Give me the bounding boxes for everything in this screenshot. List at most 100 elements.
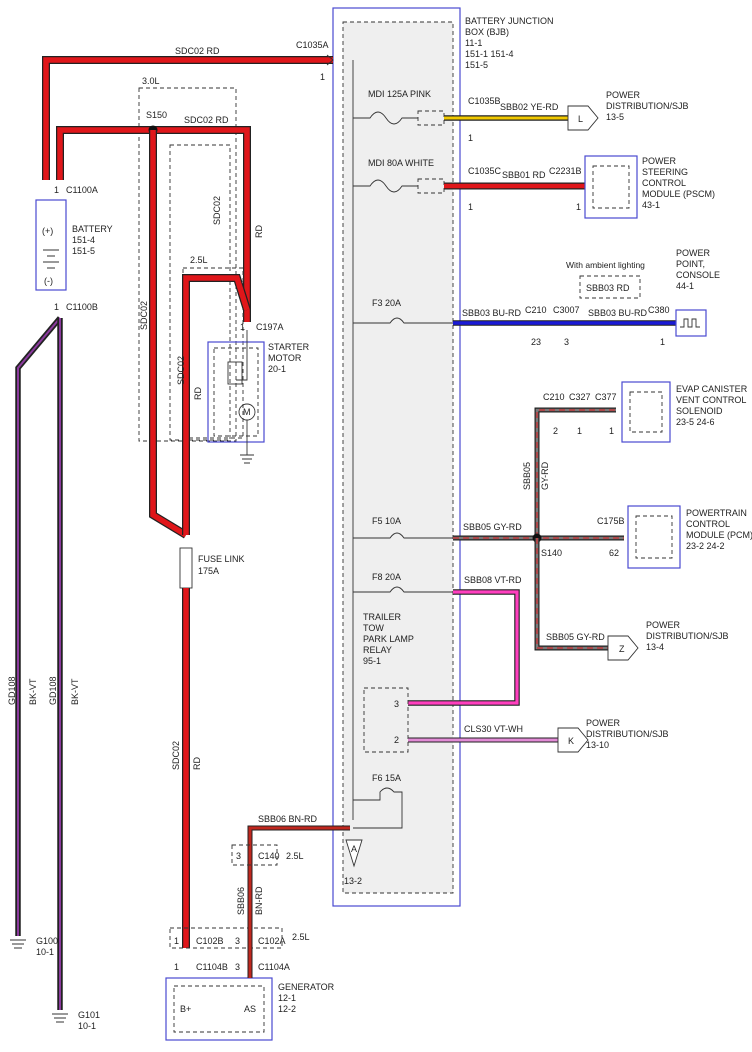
wire-label-sbb02: SBB02 YE-RD — [500, 102, 559, 112]
offpage-connector-z — [607, 635, 639, 661]
fuse-mdi-125a: MDI 125A PINK — [368, 89, 431, 99]
svg-text:13-4: 13-4 — [646, 642, 664, 652]
wire-sdc02-25-outline — [182, 274, 251, 535]
power-point-box — [675, 309, 707, 337]
wire-label-bkvt-a: BK-VT — [28, 678, 38, 705]
bjb-interior — [342, 21, 454, 894]
starter-ground-icon — [240, 454, 254, 464]
svg-text:BATTERY JUNCTION: BATTERY JUNCTION — [465, 16, 554, 26]
pdsjb2-label: POWER DISTRIBUTION/SJB 13-4 — [646, 620, 729, 652]
motor-m: M — [243, 407, 251, 417]
conn-c1104a-pin: 3 — [235, 962, 240, 972]
wire-label-sbb06: SBB06 BN-RD — [258, 814, 318, 824]
conn-c327: C327 — [569, 392, 591, 402]
ground-g101-icon — [52, 1013, 68, 1023]
svg-text:BOX (BJB): BOX (BJB) — [465, 27, 509, 37]
pscm-inner — [592, 165, 630, 209]
bjb-title: BATTERY JUNCTION BOX (BJB) 11-1 151-1 15… — [465, 16, 554, 70]
gauge-2.5l-a: 2.5L — [190, 255, 208, 265]
relay-pin-3: 3 — [394, 699, 399, 709]
fuse-f5: F5 10A — [372, 516, 401, 526]
power-point-label: POWER POINT, CONSOLE 44-1 — [676, 248, 720, 291]
svg-text:GENERATOR: GENERATOR — [278, 982, 335, 992]
pscm-box — [584, 155, 638, 219]
option-region-2.5l-b — [231, 844, 278, 866]
fuse-f8: F8 20A — [372, 572, 401, 582]
svg-text:BATTERY: BATTERY — [72, 224, 113, 234]
relay-label: TRAILER TOW PARK LAMP RELAY 95-1 — [363, 612, 414, 666]
wire-label-gd108-a: GD108 — [7, 676, 17, 705]
wire-label-bkvt-b: BK-VT — [70, 678, 80, 705]
conn-c1035a-pin: 1 — [320, 72, 325, 82]
svg-text:10-1: 10-1 — [36, 947, 54, 957]
conn-c1035a: C1035A — [296, 40, 329, 50]
svg-text:VENT CONTROL: VENT CONTROL — [676, 395, 746, 405]
evap-inner — [629, 391, 663, 433]
fuse-mdi-80a-symbol — [353, 179, 418, 193]
fuse-f5-symbol — [353, 532, 453, 539]
svg-text:PARK LAMP: PARK LAMP — [363, 634, 414, 644]
starter-inner — [213, 347, 259, 437]
wire-label-sdc02-top: SDC02 RD — [175, 46, 220, 56]
pdsjb1-label: POWER DISTRIBUTION/SJB 13-5 — [606, 90, 689, 122]
ground-g100-label: G100 10-1 — [36, 936, 58, 957]
wire-sdc02-top — [43, 57, 333, 180]
conn-c3007: C3007 — [553, 305, 580, 315]
wire-gd108-a — [17, 317, 61, 936]
battery-icon — [43, 249, 59, 269]
conn-c210-pin: 23 — [531, 337, 541, 347]
svg-text:POWER: POWER — [606, 90, 641, 100]
generator-bplus: B+ — [180, 1004, 191, 1014]
pdsjb3-label: POWER DISTRIBUTION/SJB 13-10 — [586, 718, 669, 750]
conn-c102a-pin: 3 — [235, 936, 240, 946]
wire-label-gd108-b: GD108 — [48, 676, 58, 705]
conn-c140-pin: 3 — [236, 851, 241, 861]
svg-text:RELAY: RELAY — [363, 645, 392, 655]
wire-label-sbb01: SBB01 RD — [502, 170, 546, 180]
wire-label-sdc02-v2: SDC02 — [139, 301, 149, 330]
svg-text:STEERING: STEERING — [642, 167, 688, 177]
wire-label-sbb05-v: SBB05 — [522, 462, 532, 490]
ambient-option-box — [579, 275, 641, 299]
conn-c175b: C175B — [597, 516, 625, 526]
conn-c1035c-pin: 1 — [468, 202, 473, 212]
starter-solenoid — [227, 361, 243, 385]
svg-text:12-2: 12-2 — [278, 1004, 296, 1014]
wire-label-rd-v1: RD — [254, 225, 264, 238]
fuse-mdi-80a: MDI 80A WHITE — [368, 158, 434, 168]
battery-plus: (+) — [42, 226, 53, 236]
offpage-letter-k: K — [568, 736, 574, 746]
wire-label-rd-v3: RD — [193, 387, 203, 400]
ground-g101-label: G101 10-1 — [78, 1010, 100, 1031]
gauge-2.5l-c: 2.5L — [292, 932, 310, 942]
wire-sbb08 — [408, 590, 519, 705]
conn-c377-pin: 1 — [609, 426, 614, 436]
svg-text:STARTER: STARTER — [268, 342, 310, 352]
svg-text:43-1: 43-1 — [642, 200, 660, 210]
offpage-connector-l — [567, 105, 599, 131]
battery-minus: (-) — [44, 276, 53, 286]
conn-c1100a-pin: 1 — [54, 185, 59, 195]
option-region-2.5l-c — [169, 927, 283, 949]
wire-label-sbb05-b: SBB05 GY-RD — [546, 632, 605, 642]
svg-text:POWER: POWER — [676, 248, 711, 258]
wire-label-cls30: CLS30 VT-WH — [464, 724, 523, 734]
svg-text:EVAP CANISTER: EVAP CANISTER — [676, 384, 748, 394]
svg-text:151-1 151-4: 151-1 151-4 — [465, 49, 514, 59]
svg-text:151-4: 151-4 — [72, 235, 95, 245]
fuse-f8-symbol — [353, 586, 453, 593]
generator-box — [165, 977, 273, 1041]
svg-text:G101: G101 — [78, 1010, 100, 1020]
wire-sbb06 — [248, 826, 350, 978]
svg-text:175A: 175A — [198, 566, 219, 576]
svg-text:44-1: 44-1 — [676, 281, 694, 291]
svg-text:20-1: 20-1 — [268, 364, 286, 374]
svg-text:CONTROL: CONTROL — [642, 178, 686, 188]
offpage-letter-l: L — [578, 114, 583, 124]
svg-text:FUSE LINK: FUSE LINK — [198, 554, 245, 564]
svg-text:23-5 24-6: 23-5 24-6 — [676, 417, 715, 427]
wire-label-sbb03-opt: SBB03 RD — [586, 283, 630, 293]
conn-c197a-pin: 1 — [240, 322, 245, 332]
conn-c1035c: C1035C — [468, 166, 502, 176]
pcm-label: POWERTRAIN CONTROL MODULE (PCM) 23-2 24-… — [686, 508, 752, 551]
